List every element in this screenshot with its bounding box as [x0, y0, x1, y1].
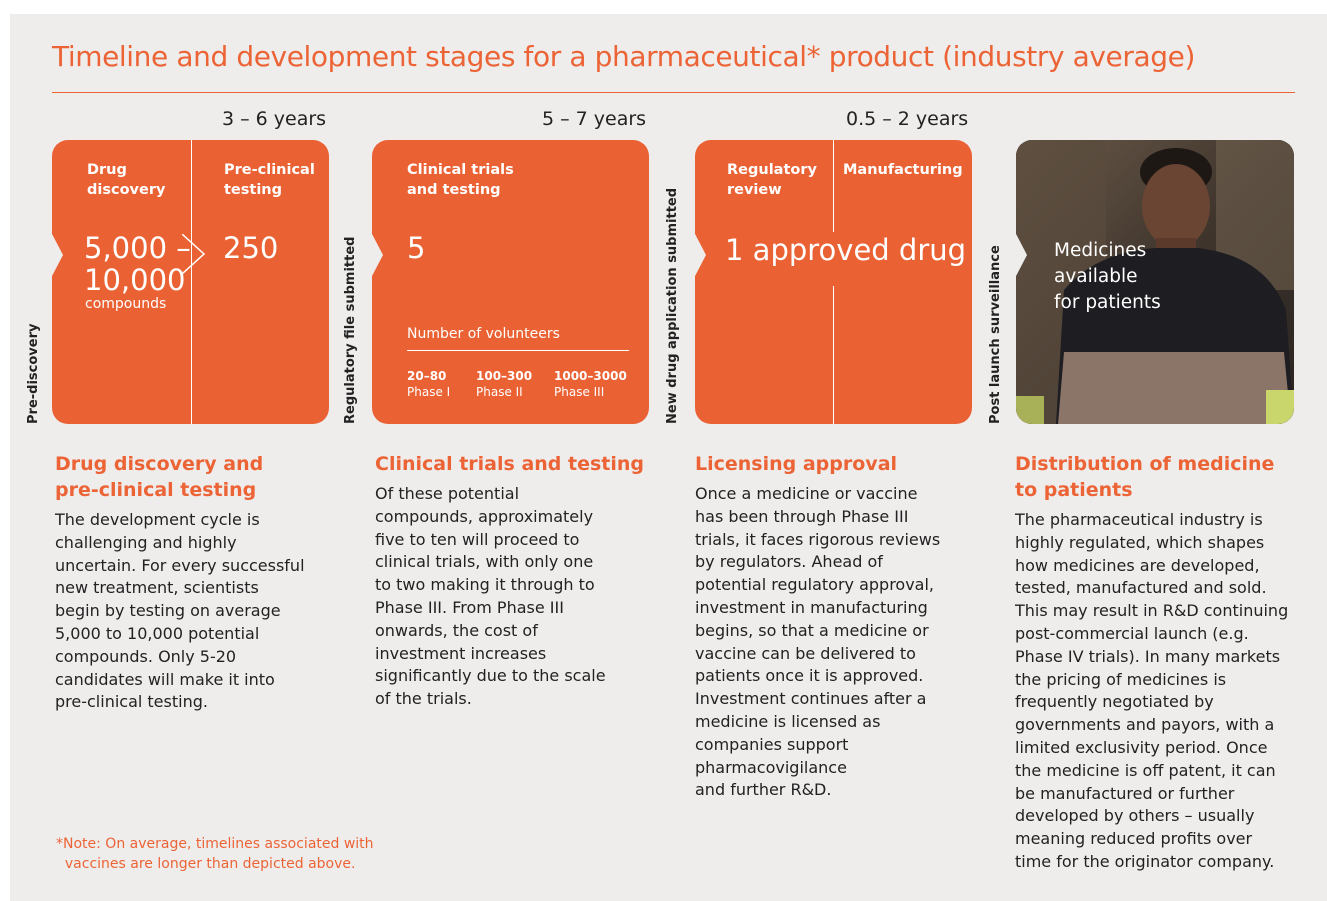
phase-1-label: Phase I [407, 385, 451, 399]
title-rule [52, 92, 1295, 93]
phase-1: 20–80 Phase I [407, 368, 450, 400]
section-heading-clinical: Clinical trials and testing [375, 453, 645, 475]
phase-2-label: Phase II [476, 385, 523, 399]
stage-label-manufacturing: Manufacturing [843, 162, 963, 178]
phase-3-label: Phase III [554, 385, 605, 399]
patient-illustration [1016, 140, 1294, 424]
clinical-trial-count: 5 [407, 231, 426, 265]
label-pre-discovery: Pre-discovery [26, 323, 41, 424]
stage-box-clinical-trials: Clinical trials and testing 5 Number of … [371, 140, 649, 424]
stage-box-discovery: Drug discovery Pre-clinical testing 5,00… [51, 140, 329, 424]
stage-label-drug-discovery: Drug discovery [87, 162, 166, 198]
notch-marker [694, 232, 706, 278]
stage-label-clinical-trials: Clinical trials and testing [407, 162, 514, 198]
label-new-drug-application-submitted: New drug application submitted [665, 187, 680, 424]
photo-caption: Medicines available for patients [1054, 240, 1161, 313]
phase-2: 100–300 Phase II [476, 368, 532, 400]
section-body-distribution: The pharmaceutical industry is highly re… [1015, 510, 1289, 871]
column-divider-top [833, 140, 834, 232]
section-heading-distribution: Distribution of medicine to patients [1015, 453, 1275, 501]
volunteers-label: Number of volunteers [407, 326, 560, 342]
duration-stage-1: 3 – 6 years [222, 108, 327, 130]
section-heading-discovery: Drug discovery and pre-clinical testing [55, 453, 264, 501]
notch-marker [1016, 233, 1027, 277]
chevron-arrow [182, 234, 206, 274]
phase-2-count: 100–300 [476, 369, 533, 383]
column-divider [191, 140, 192, 424]
pre-clinical-count: 250 [223, 231, 279, 265]
section-body-licensing: Once a medicine or vaccine has been thro… [695, 484, 941, 800]
phase-3: 1000–3000 Phase III [554, 368, 627, 400]
footnote: *Note: On average, timelines associated … [56, 836, 374, 872]
phase-3-count: 1000–3000 [554, 369, 627, 383]
stage-box-licensing: Regulatory review Manufacturing 1 approv… [694, 140, 972, 424]
duration-stage-3: 0.5 – 2 years [846, 108, 969, 130]
volunteers-rule [407, 350, 629, 351]
notch-marker [371, 232, 383, 278]
notch-marker [51, 232, 63, 278]
label-regulatory-file-submitted: Regulatory file submitted [343, 236, 358, 424]
compound-count: 5,000 – 10,000 [84, 231, 191, 297]
stage-label-pre-clinical: Pre-clinical testing [224, 162, 315, 198]
patient-photo: Medicines available for patients [1016, 140, 1294, 424]
stage-label-regulatory-review: Regulatory review [727, 162, 817, 198]
column-divider-bottom [833, 286, 834, 424]
duration-stage-2: 5 – 7 years [542, 108, 647, 130]
approved-drug-count: 1 approved drug [725, 233, 967, 267]
section-heading-licensing: Licensing approval [695, 453, 898, 475]
phase-1-count: 20–80 [407, 369, 447, 383]
section-body-discovery: The development cycle is challenging and… [55, 510, 305, 712]
compound-unit: compounds [85, 296, 167, 312]
page-title: Timeline and development stages for a ph… [52, 40, 1195, 73]
label-post-launch-surveillance: Post launch surveillance [988, 245, 1003, 424]
section-body-clinical: Of these potential compounds, approximat… [375, 484, 606, 709]
